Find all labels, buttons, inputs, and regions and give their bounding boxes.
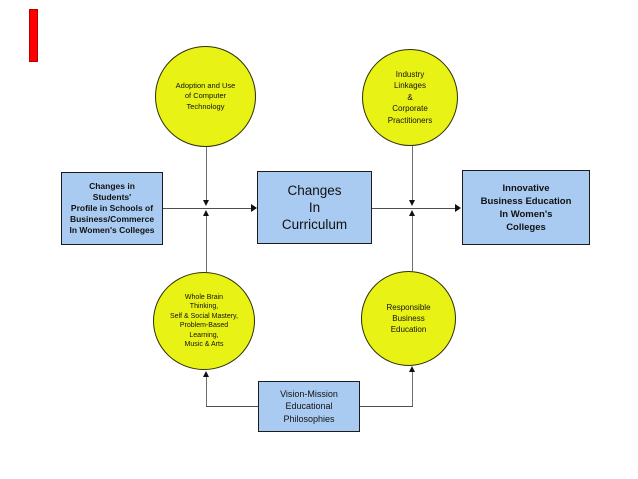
node-changes-in-students-profile: Changes in Students' Profile in Schools … bbox=[61, 172, 163, 245]
label-line: Business Education bbox=[480, 195, 572, 207]
arrowhead-into-rightbox bbox=[455, 204, 461, 212]
arrowhead-up-right-junction bbox=[408, 210, 415, 216]
node-label: Vision-Mission Educational Philosophies bbox=[259, 388, 359, 426]
arrowhead-into-circle-br bbox=[408, 366, 415, 372]
connector-leftbox-to-centerbox bbox=[163, 208, 252, 209]
arrowhead-into-centerbox bbox=[251, 204, 257, 212]
connector-bottombox-right-horizontal bbox=[360, 406, 413, 407]
node-industry-linkages: Industry Linkages & Corporate Practition… bbox=[362, 49, 458, 146]
label-line: Students' bbox=[92, 192, 132, 202]
arrowhead-into-circle-bl bbox=[202, 371, 209, 377]
connector-circle-tl-down bbox=[206, 147, 207, 200]
node-adoption-computer-technology: Adoption and Use of Computer Technology bbox=[155, 46, 256, 147]
label-line: Corporate bbox=[392, 104, 428, 114]
node-label: Changes In Curriculum bbox=[258, 182, 371, 233]
node-label: Responsible Business Education bbox=[362, 302, 455, 335]
label-line: Changes bbox=[287, 183, 342, 198]
label-line: Business/Commerce bbox=[69, 214, 155, 224]
label-line: Practitioners bbox=[387, 115, 433, 125]
label-line: Music & Arts bbox=[184, 341, 224, 348]
label-line: Curriculum bbox=[281, 217, 348, 232]
label-line: In Women's Colleges bbox=[69, 225, 155, 235]
node-label: Changes in Students' Profile in Schools … bbox=[62, 181, 162, 236]
label-line: of Computer bbox=[184, 91, 227, 101]
label-line: Technology bbox=[186, 101, 225, 111]
arrowhead-up-left-junction bbox=[202, 210, 209, 216]
connector-circle-br-up bbox=[412, 216, 413, 271]
label-line: Industry bbox=[395, 69, 425, 79]
node-responsible-business-education: Responsible Business Education bbox=[361, 271, 456, 366]
connector-bottombox-left-vertical bbox=[206, 377, 207, 406]
label-line: Colleges bbox=[506, 221, 546, 233]
node-vision-mission-philosophies: Vision-Mission Educational Philosophies bbox=[258, 381, 360, 432]
label-line: Whole Brain bbox=[184, 293, 224, 301]
connector-circle-tr-down bbox=[412, 146, 413, 200]
node-label: Innovative Business Education In Women's… bbox=[463, 182, 589, 234]
label-line: In bbox=[308, 200, 321, 215]
arrowhead-down-left-junction bbox=[202, 200, 209, 206]
node-changes-in-curriculum: Changes In Curriculum bbox=[257, 171, 372, 244]
label-line: Vision-Mission bbox=[280, 388, 338, 399]
node-label: Whole Brain Thinking, Self & Social Mast… bbox=[154, 293, 254, 350]
label-line: Thinking, bbox=[189, 303, 219, 310]
label-line: & bbox=[407, 92, 413, 102]
connector-circle-bl-up bbox=[206, 216, 207, 272]
label-line: Business bbox=[392, 314, 425, 323]
label-line: Problem-Based bbox=[179, 322, 229, 329]
label-line: Learning, bbox=[189, 331, 219, 339]
connector-bottombox-right-vertical bbox=[412, 372, 413, 406]
label-line: Educational bbox=[285, 401, 333, 412]
label-line: Linkages bbox=[393, 81, 427, 91]
label-line: Philosophies bbox=[283, 413, 335, 424]
label-line: Adoption and Use bbox=[175, 80, 236, 90]
arrowhead-down-right-junction bbox=[408, 200, 415, 206]
label-line: Innovative bbox=[502, 182, 550, 194]
node-innovative-business-education: Innovative Business Education In Women's… bbox=[462, 170, 590, 245]
label-line: In Women's bbox=[499, 208, 553, 220]
label-line: Self & Social Mastery, bbox=[170, 312, 238, 320]
label-line: Profile in Schools of bbox=[70, 203, 154, 213]
label-line: Education bbox=[390, 325, 427, 334]
connector-bottombox-left-horizontal bbox=[206, 406, 258, 407]
node-label: Adoption and Use of Computer Technology bbox=[156, 81, 255, 113]
red-accent-bar bbox=[29, 9, 38, 62]
node-whole-brain-thinking: Whole Brain Thinking, Self & Social Mast… bbox=[153, 272, 255, 370]
connector-centerbox-to-rightbox bbox=[372, 208, 456, 209]
node-label: Industry Linkages & Corporate Practition… bbox=[363, 69, 457, 127]
label-line: Changes in bbox=[89, 181, 135, 191]
label-line: Responsible bbox=[386, 303, 431, 312]
